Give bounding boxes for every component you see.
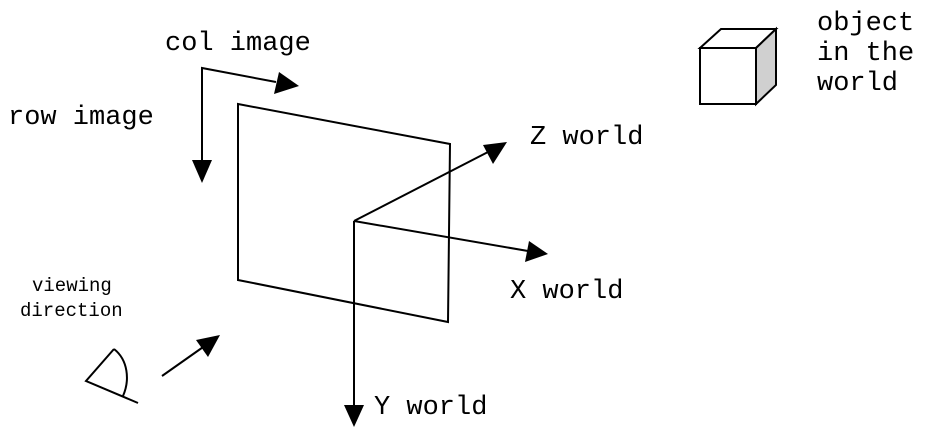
image-axes xyxy=(192,66,299,183)
cube-front-face xyxy=(699,47,757,105)
viewing-direction-label-line2: direction xyxy=(20,300,123,322)
viewing-direction-label-line1: viewing xyxy=(32,275,112,297)
eye-icon xyxy=(84,348,139,404)
z-world-label: Z world xyxy=(530,123,643,153)
col-image-label: col image xyxy=(165,29,311,59)
x-world-label: X world xyxy=(510,277,623,307)
row-image-arrowhead xyxy=(192,160,212,183)
col-image-arrow xyxy=(201,66,277,180)
z-world-arrowhead xyxy=(483,142,507,164)
object-label-line1: object xyxy=(817,9,914,39)
row-image-label: row image xyxy=(8,103,154,133)
world-axes xyxy=(344,142,548,427)
image-plane xyxy=(237,102,452,324)
x-world-arrowhead xyxy=(525,241,548,262)
viewing-direction-arrow xyxy=(161,344,207,377)
y-world-label: Y world xyxy=(374,393,487,423)
col-image-arrowhead xyxy=(274,72,299,94)
object-label-line3: world xyxy=(817,69,898,99)
z-world-axis xyxy=(353,151,489,222)
x-world-axis xyxy=(353,220,529,252)
viewing-direction-arrowhead xyxy=(196,335,220,357)
cube-icon xyxy=(697,26,779,107)
y-world-arrowhead xyxy=(344,405,364,427)
object-label-line2: in the xyxy=(817,39,914,69)
